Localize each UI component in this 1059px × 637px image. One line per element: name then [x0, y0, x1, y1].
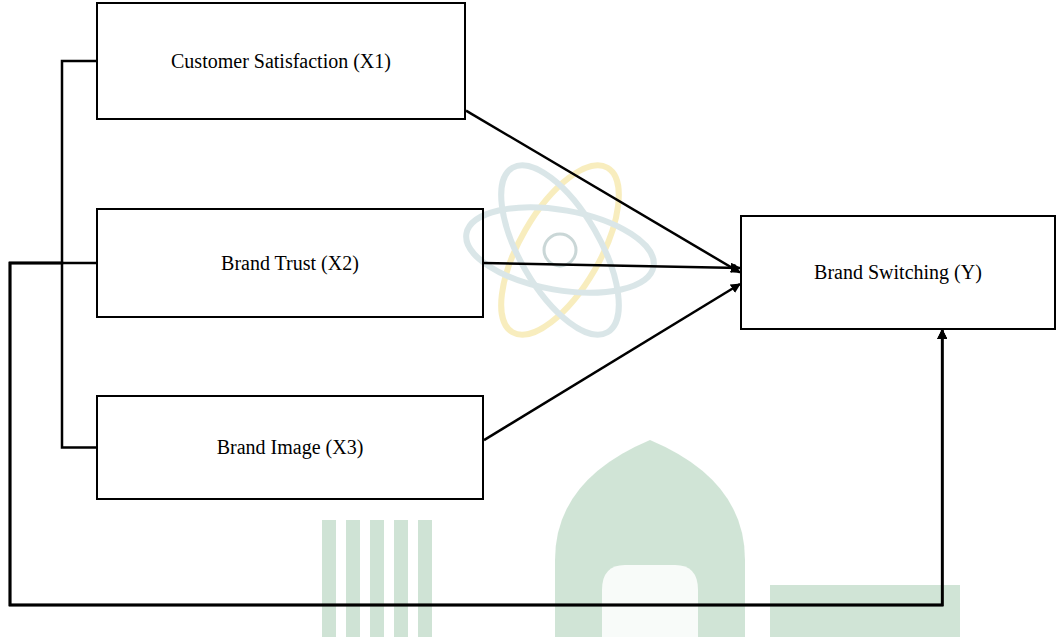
influence-arrow [10, 263, 942, 605]
independent-variable-box: Customer Satisfaction (X1) [96, 2, 466, 120]
influence-arrow [466, 111, 740, 273]
influence-arrow [10, 61, 942, 605]
independent-variable-box: Brand Image (X3) [96, 395, 484, 500]
variable-label: Brand Switching (Y) [814, 260, 982, 285]
variable-label: Customer Satisfaction (X1) [171, 49, 391, 74]
atom-mark [459, 148, 660, 353]
variable-label: Brand Image (X3) [217, 435, 364, 460]
influence-arrow [484, 284, 740, 440]
dependent-variable-box: Brand Switching (Y) [740, 215, 1056, 330]
influence-arrow [484, 263, 740, 268]
independent-variable-box: Brand Trust (X2) [96, 208, 484, 318]
building-mark [322, 440, 960, 637]
variable-label: Brand Trust (X2) [221, 251, 359, 276]
influence-arrow [10, 263, 942, 605]
